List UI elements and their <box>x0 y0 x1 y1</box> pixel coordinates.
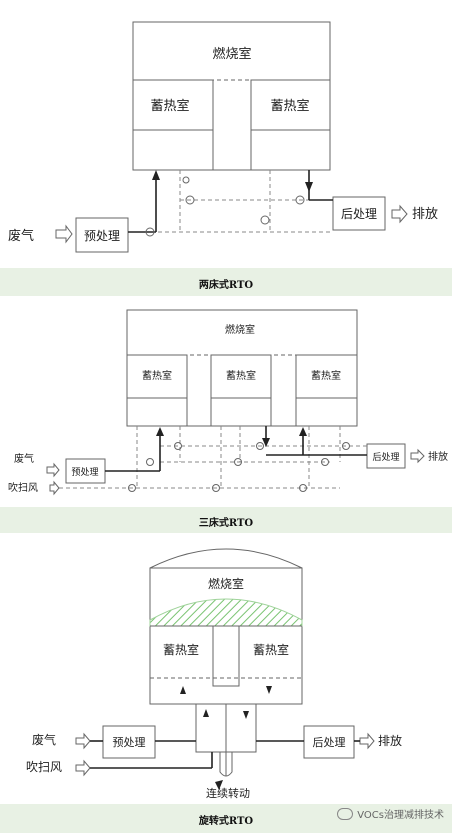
purge-air-label-2: 吹扫风 <box>8 481 38 494</box>
caption-band-1 <box>0 268 452 296</box>
posttreat-label-2: 后处理 <box>372 451 399 463</box>
regen-label-2-b: 蓄热室 <box>226 369 256 382</box>
regen-chamber-2-b <box>210 354 272 427</box>
regen-chamber-1-left <box>132 79 214 171</box>
waste-gas-label-1: 废气 <box>8 228 34 244</box>
watermark-text: VOCs治理减排技术 <box>357 810 444 821</box>
combustion-label-3: 燃烧室 <box>208 576 244 591</box>
pretreat-box-3 <box>102 725 156 759</box>
regen-label-1-left: 蓄热室 <box>150 98 189 114</box>
caption-three-bed-rto: 三床式RTO <box>198 518 254 529</box>
caption-band-2 <box>0 507 452 533</box>
posttreat-label-3: 后处理 <box>313 736 346 749</box>
combustion-dome <box>149 548 303 569</box>
regen-chamber-2-c <box>295 354 358 427</box>
exhaust-label-2: 排放 <box>428 450 448 463</box>
regen-label-3-right: 蓄热室 <box>253 642 289 657</box>
regen-chamber-2-a <box>126 354 188 427</box>
exhaust-label-3: 排放 <box>378 733 402 748</box>
regen-label-3-left: 蓄热室 <box>163 642 199 657</box>
posttreat-label-1: 后处理 <box>341 207 377 221</box>
exhaust-label-1: 排放 <box>412 207 438 222</box>
purge-air-label-3: 吹扫风 <box>26 760 62 774</box>
pretreat-label-3: 预处理 <box>113 736 146 749</box>
regen-label-2-c: 蓄热室 <box>311 369 341 382</box>
combustion-label-1: 燃烧室 <box>212 46 251 62</box>
pretreat-label-2: 预处理 <box>71 466 98 478</box>
rotation-label-3: 连续转动 <box>206 786 250 800</box>
waste-gas-label-3: 废气 <box>32 732 56 747</box>
posttreat-box-3 <box>303 725 355 759</box>
posttreat-box-2 <box>366 443 406 469</box>
caption-two-bed-rto: 两床式RTO <box>198 280 254 291</box>
regen-label-1-right: 蓄热室 <box>270 98 309 114</box>
wechat-icon <box>337 807 354 820</box>
regen-chamber-1-right <box>250 79 331 171</box>
pretreat-label-1: 预处理 <box>84 229 120 243</box>
caption-rotary-rto: 旋转式RTO <box>198 816 254 827</box>
combustion-label-2: 燃烧室 <box>225 323 255 336</box>
regen-label-2-a: 蓄热室 <box>142 369 172 382</box>
caption-band-3 <box>0 804 452 833</box>
watermark: VOCs治理减排技术 <box>337 806 444 821</box>
pretreat-box-1 <box>75 217 129 253</box>
posttreat-box-1 <box>332 196 386 231</box>
waste-gas-label-2: 废气 <box>14 452 34 465</box>
